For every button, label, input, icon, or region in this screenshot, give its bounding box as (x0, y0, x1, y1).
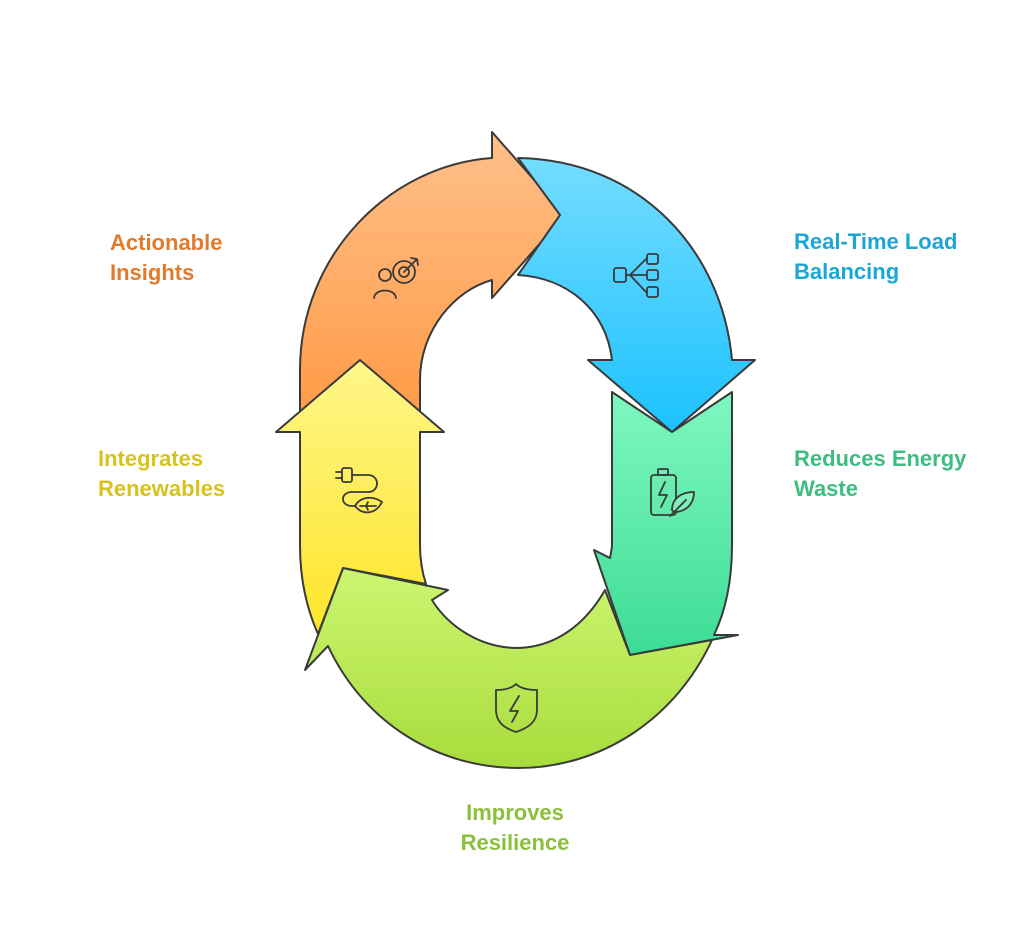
label-actionable-insights-line1: Actionable (110, 230, 223, 255)
label-integrates-renewables: Integrates Renewables (98, 444, 225, 504)
arrow-actionable-insights (299, 131, 566, 421)
arrow-integrates-renewables (275, 359, 445, 635)
label-integrates-renewables-line2: Renewables (98, 476, 226, 501)
label-actionable-insights: Actionable Insights (110, 228, 222, 288)
battery-leaf-icon (650, 468, 695, 517)
label-real-time-load-balancing-line1: Real-Time Load (794, 229, 958, 254)
arrow-improves-resilience (304, 567, 713, 769)
plug-leaf-icon (335, 467, 383, 514)
target-person-icon (373, 257, 419, 299)
label-actionable-insights-line2: Insights (110, 260, 195, 285)
arrow-reduces-energy-waste (593, 391, 739, 656)
label-improves-resilience: Improves Resilience (440, 798, 590, 858)
label-reduces-energy-waste-line2: Waste (794, 476, 858, 501)
arrow-real-time-load-balancing (517, 157, 756, 433)
label-improves-resilience-line1: Improves (466, 800, 564, 825)
label-real-time-load-balancing-line2: Balancing (794, 259, 900, 284)
label-reduces-energy-waste: Reduces Energy Waste (794, 444, 966, 504)
label-real-time-load-balancing: Real-Time Load Balancing (794, 227, 957, 287)
label-integrates-renewables-line1: Integrates (98, 446, 204, 471)
label-improves-resilience-line2: Resilience (460, 830, 570, 855)
shield-bolt-icon (495, 683, 538, 733)
label-reduces-energy-waste-line1: Reduces Energy (794, 446, 967, 471)
distribution-network-icon (613, 253, 659, 298)
